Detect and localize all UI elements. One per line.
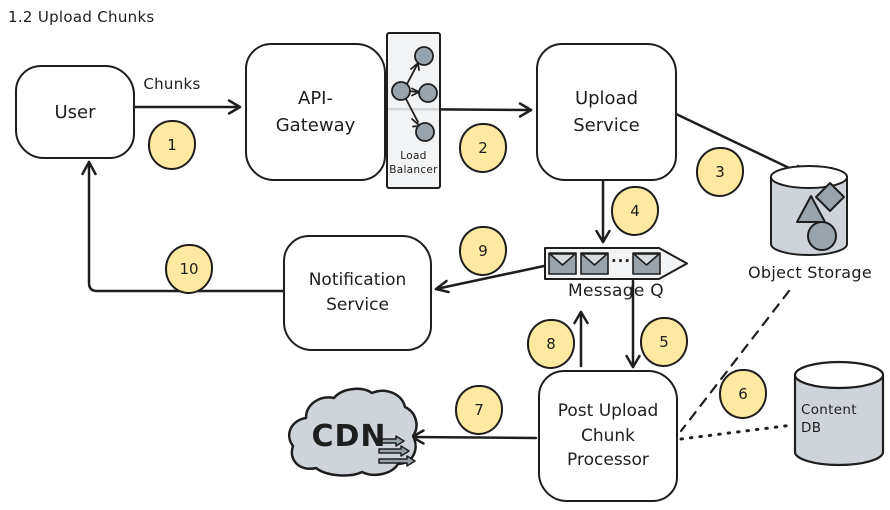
load-balancer-icon xyxy=(391,46,438,142)
node-load-balancer-label: Load Balancer xyxy=(389,150,438,177)
step-badge-2: 2 xyxy=(459,123,507,173)
node-user-label: User xyxy=(54,101,96,123)
arrow-upload-service-to-message-q xyxy=(595,177,611,244)
node-post-upload-chunk-processor-label: Post Upload Chunk Processor xyxy=(557,401,659,471)
node-content-db-label: Content DB xyxy=(801,402,857,437)
step-badge-9: 9 xyxy=(459,226,507,276)
object-storage-icon xyxy=(770,165,848,256)
arrow-notification-service-to-user xyxy=(81,160,285,293)
step-badge-10: 10 xyxy=(165,244,213,294)
node-upload-service-label: Upload Service xyxy=(573,88,640,136)
arrow-user-to-api-gateway xyxy=(129,99,242,115)
step-badge-7: 7 xyxy=(455,385,503,435)
message-queue-icon xyxy=(544,247,688,280)
node-cdn-label: CDN xyxy=(311,419,387,454)
load-balancer-panel xyxy=(386,32,441,189)
step-badge-1: 1 xyxy=(148,120,196,170)
node-api-gateway: API-Gateway xyxy=(245,43,386,181)
cdn-fanout-arrows-icon xyxy=(378,435,416,467)
arrow-processor-to-message-q xyxy=(573,310,589,368)
node-message-q-label: Message Q xyxy=(568,281,664,301)
node-object-storage-label: Object Storage xyxy=(748,263,872,282)
diagram-title: 1.2 Upload Chunks xyxy=(8,8,155,26)
node-api-gateway-label: API-Gateway xyxy=(275,88,356,136)
step-badge-4: 4 xyxy=(611,186,659,236)
arrow-message-q-to-notification-service xyxy=(434,264,546,294)
step-badge-5: 5 xyxy=(640,317,688,367)
dashed-link-object-storage-to-processor xyxy=(679,289,791,433)
node-post-upload-chunk-processor: Post Upload Chunk Processor xyxy=(538,370,678,502)
dotted-link-processor-to-content-db xyxy=(679,423,795,441)
arrow-message-q-to-processor xyxy=(625,279,641,369)
cdn-cloud-icon xyxy=(288,387,418,477)
node-notification-service-label: Notification Service xyxy=(308,269,407,316)
step-badge-6: 6 xyxy=(719,369,767,419)
content-db-icon xyxy=(793,360,885,467)
node-user: User xyxy=(15,65,135,159)
message-queue-ellipsis: ··· xyxy=(610,252,632,270)
node-notification-service: Notification Service xyxy=(283,235,432,351)
node-upload-service: Upload Service xyxy=(536,43,677,181)
edge-label-chunks: Chunks xyxy=(143,75,201,93)
step-badge-3: 3 xyxy=(696,147,744,197)
step-badge-8: 8 xyxy=(527,319,575,369)
